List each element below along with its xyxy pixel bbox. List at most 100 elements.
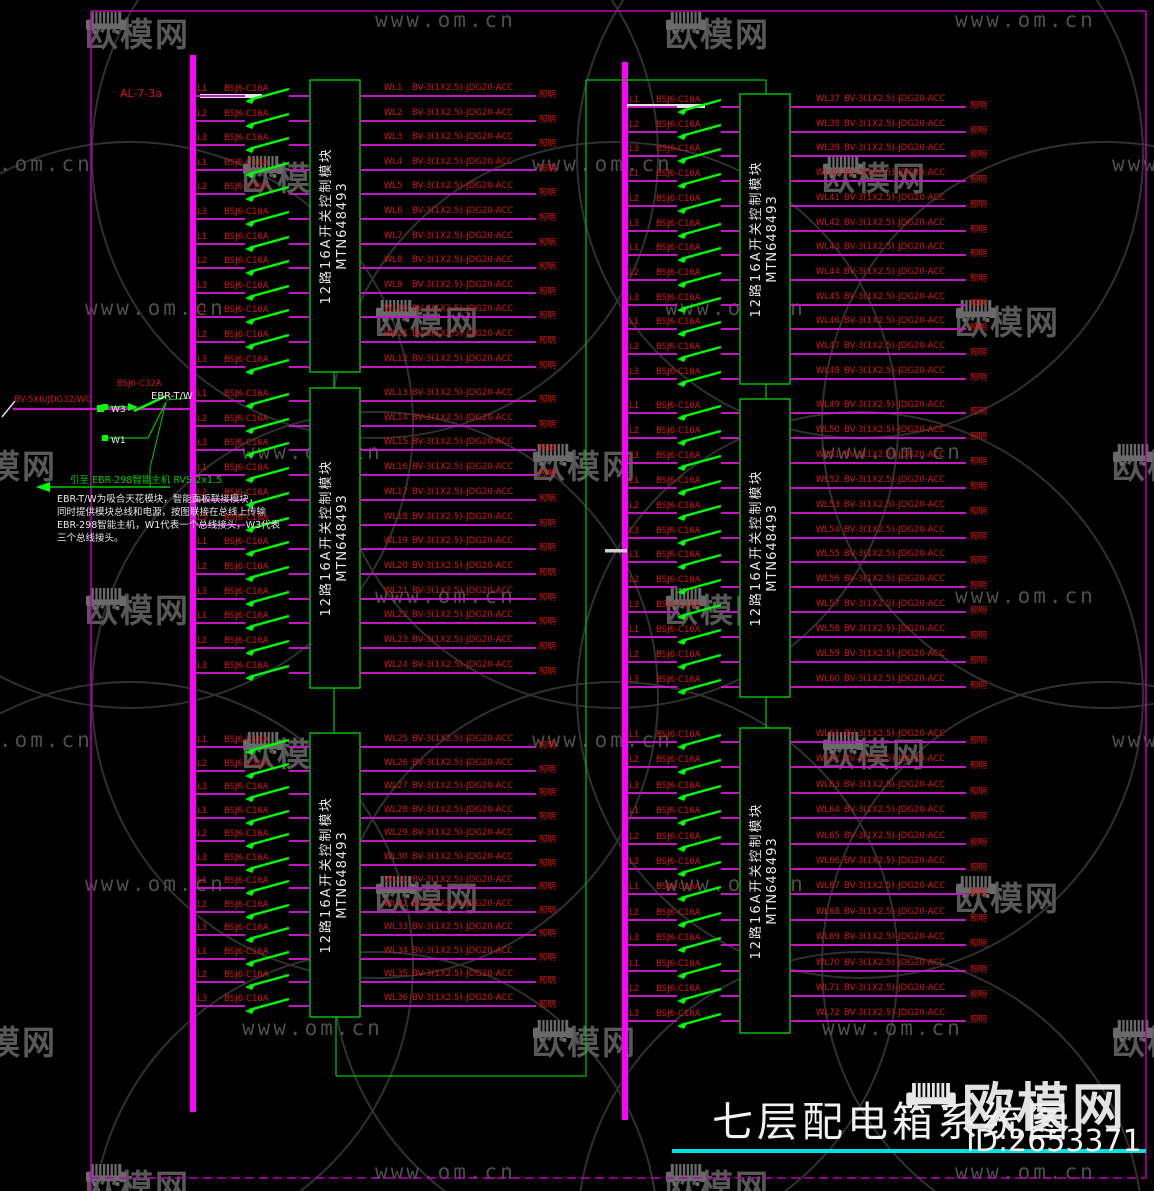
breaker-label: BSJ6-C16A <box>224 759 269 769</box>
phase-label: L3 <box>197 994 208 1004</box>
load-label: 照明 <box>539 494 557 504</box>
phase-label: L3 <box>197 853 208 863</box>
breaker-label: BSJ6-C16A <box>656 367 701 377</box>
phase-label: L3 <box>197 923 208 933</box>
circuit-wl-label: WL60 <box>816 674 840 684</box>
cable-spec-label: BV-3(1X2.5)-JDG20-ACC <box>844 119 946 129</box>
phase-label: L2 <box>629 650 640 660</box>
breaker-label: BSJ6-C16A <box>224 661 269 671</box>
load-label: 照明 <box>539 859 557 869</box>
breaker-label: BSJ6-C16A <box>656 755 701 765</box>
phase-label: L1 <box>197 84 208 94</box>
cable-spec-label: BV-3(1X2.5)-JDG20-ACC <box>412 561 514 571</box>
load-label: 照明 <box>970 200 988 210</box>
breaker-label: BSJ6-C16A <box>224 463 269 473</box>
phase-label: L1 <box>197 947 208 957</box>
cable-spec-label: BV-3(1X2.5)-JDG20-ACC <box>844 574 946 584</box>
load-label: 照明 <box>539 906 557 916</box>
cable-spec-label: BV-3(1X2.5)-JDG20-ACC <box>844 94 946 104</box>
circuit-wl-label: WL9 <box>384 280 403 290</box>
cable-spec-label: BV-3(1X2.5)-JDG20-ACC <box>412 536 514 546</box>
cable-spec-label: BV-3(1X2.5)-JDG20-ACC <box>844 983 946 993</box>
circuit-wl-label: WL6 <box>384 206 403 216</box>
phase-label: L1 <box>197 305 208 315</box>
circuit-wl-label: WL45 <box>816 292 840 302</box>
breaker-label: BSJ6-C16A <box>656 650 701 660</box>
circuit-wl-label: WL47 <box>816 341 840 351</box>
breaker-label: BSJ6-C16A <box>656 317 701 327</box>
breaker-label: BSJ6-C16A <box>224 109 269 119</box>
cable-spec-label: BV-3(1X2.5)-JDG20-ACC <box>412 108 514 118</box>
panel-name-label: AL-7-3a <box>120 87 163 100</box>
breaker-label: BSJ6-C16A <box>224 414 269 424</box>
module-type-text: 12路16A开关控制模块 <box>319 459 334 617</box>
module-label: 12路16A开关控制模块 MTN648493 <box>748 731 782 1031</box>
phase-label: L1 <box>197 463 208 473</box>
breaker-label: BSJ6-C16A <box>224 389 269 399</box>
main-breaker-label: BSJ6-C32A <box>117 379 162 389</box>
circuit-wl-label: WL62 <box>816 754 840 764</box>
phase-label: L2 <box>197 256 208 266</box>
breaker-label: BSJ6-C16A <box>224 330 269 340</box>
cable-spec-label: BV-3(1X2.5)-JDG20-ACC <box>844 366 946 376</box>
circuit-wl-label: WL35 <box>384 969 408 979</box>
phase-label: L2 <box>629 426 640 436</box>
cable-spec-label: BV-3(1X2.5)-JDG20-ACC <box>844 780 946 790</box>
cable-spec-label: BV-3(1X2.5)-JDG20-ACC <box>412 388 514 398</box>
phase-label: L3 <box>197 207 208 217</box>
breaker-label: BSJ6-C16A <box>224 355 269 365</box>
breaker-label: BSJ6-C16A <box>656 293 701 303</box>
cable-spec-label: BV-3(1X2.5)-JDG20-ACC <box>844 649 946 659</box>
cable-spec-label: BV-3(1X2.5)-JDG20-ACC <box>844 143 946 153</box>
breaker-label: BSJ6-C16A <box>656 908 701 918</box>
load-label: 照明 <box>970 656 988 666</box>
phase-label: L1 <box>629 550 640 560</box>
cable-spec-label: BV-3(1X2.5)-JDG20-ACC <box>844 805 946 815</box>
breaker-label: BSJ6-C16A <box>656 476 701 486</box>
cable-spec-label: BV-3(1X2.5)-JDG20-ACC <box>844 193 946 203</box>
load-label: 照明 <box>539 929 557 939</box>
load-label: 照明 <box>539 444 557 454</box>
circuit-wl-label: WL52 <box>816 475 840 485</box>
load-label: 照明 <box>539 667 557 677</box>
phase-label: L2 <box>197 759 208 769</box>
breaker-label: BSJ6-C16A <box>656 451 701 461</box>
cable-spec-label: BV-3(1X2.5)-JDG20-ACC <box>412 329 514 339</box>
load-label: 照明 <box>539 765 557 775</box>
module-model-text: MTN648493 <box>335 831 350 919</box>
circuit-wl-label: WL30 <box>384 852 408 862</box>
w3-label: W3 <box>111 405 126 415</box>
load-label: 照明 <box>970 838 988 848</box>
phase-label: L3 <box>197 782 208 792</box>
breaker-label: BSJ6-C16A <box>656 933 701 943</box>
note-line: 三个总线接头。 <box>57 533 124 544</box>
breaker-label: BSJ6-C16A <box>656 342 701 352</box>
breaker-label: BSJ6-C16A <box>656 426 701 436</box>
circuit-wl-label: WL43 <box>816 242 840 252</box>
breaker-label: BSJ6-C16A <box>224 876 269 886</box>
breaker-label: BSJ6-C16A <box>224 182 269 192</box>
cable-spec-label: BV-3(1X2.5)-JDG20-ACC <box>412 181 514 191</box>
cable-spec-label: BV-3(1X2.5)-JDG20-ACC <box>844 599 946 609</box>
breaker-label: BSJ6-C16A <box>656 120 701 130</box>
breaker-label: BSJ6-C16A <box>224 923 269 933</box>
circuit-wl-label: WL51 <box>816 450 840 460</box>
phase-label: L3 <box>629 219 640 229</box>
load-label: 照明 <box>539 361 557 371</box>
circuit-wl-label: WL40 <box>816 168 840 178</box>
circuit-wl-label: WL17 <box>384 487 408 497</box>
breaker-label: BSJ6-C16A <box>224 587 269 597</box>
phase-label: L1 <box>629 476 640 486</box>
load-label: 照明 <box>539 812 557 822</box>
load-label: 照明 <box>970 457 988 467</box>
note-line: EBR-298智能主机，W1代表一个总线接头，W3代表 <box>57 520 281 531</box>
cable-spec-label: BV-3(1X2.5)-JDG20-ACC <box>844 475 946 485</box>
load-label: 照明 <box>539 164 557 174</box>
circuit-wl-label: WL66 <box>816 856 840 866</box>
cable-spec-label: BV-3(1X2.5)-JDG20-ACC <box>412 304 514 314</box>
breaker-label: BSJ6-C16A <box>656 882 701 892</box>
phase-label: L1 <box>629 95 640 105</box>
circuit-wl-label: WL2 <box>384 108 403 118</box>
circuit-wl-label: WL33 <box>384 922 408 932</box>
cable-spec-label: BV-3(1X2.5)-JDG20-ACC <box>412 462 514 472</box>
